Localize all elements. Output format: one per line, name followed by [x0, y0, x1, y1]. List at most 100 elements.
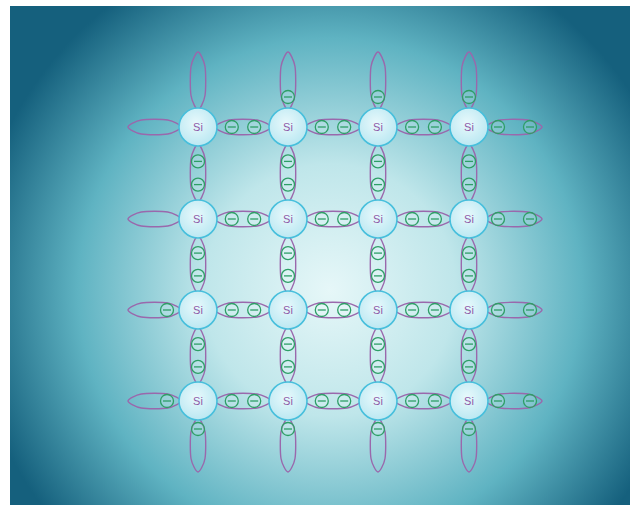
electron: [338, 304, 351, 317]
atom-outline: [450, 382, 488, 420]
electron: [372, 269, 385, 282]
electron: [524, 304, 537, 317]
electron: [463, 178, 476, 191]
covalent-bond: [215, 119, 271, 134]
silicon-atom: Si: [268, 199, 308, 239]
silicon-atom: Si: [268, 107, 308, 147]
electron: [406, 304, 419, 317]
covalent-bond: [461, 144, 476, 202]
element-symbol: Si: [373, 214, 383, 225]
element-symbol: Si: [283, 122, 293, 133]
electron: [315, 304, 328, 317]
element-symbol: Si: [283, 214, 293, 225]
element-symbol: Si: [193, 396, 203, 407]
element-symbol: Si: [193, 305, 203, 316]
element-symbol: Si: [373, 396, 383, 407]
silicon-atom: Si: [268, 290, 308, 330]
element-symbol: Si: [464, 305, 474, 316]
electron: [192, 247, 205, 260]
dangling-bond: [128, 393, 181, 408]
silicon-atom: Si: [268, 381, 308, 421]
atom-outline: [359, 382, 397, 420]
silicon-atom: Si: [178, 290, 218, 330]
electron: [406, 121, 419, 134]
electron: [282, 360, 295, 373]
electron: [463, 247, 476, 260]
dangling-bond: [128, 302, 181, 317]
covalent-bond: [305, 119, 361, 134]
covalent-bond: [215, 211, 271, 226]
covalent-bond: [395, 211, 452, 226]
covalent-bond: [370, 327, 385, 384]
covalent-bond: [395, 393, 452, 408]
covalent-bond: [190, 236, 205, 293]
covalent-bond: [395, 119, 452, 134]
electron: [372, 423, 385, 436]
electron: [192, 269, 205, 282]
atom-outline: [179, 200, 217, 238]
atom-outline: [269, 108, 307, 146]
electron: [248, 213, 261, 226]
electron: [192, 360, 205, 373]
electron: [282, 155, 295, 168]
dangling-bond: [486, 119, 542, 134]
electron: [161, 304, 174, 317]
atom-outline: [269, 200, 307, 238]
covalent-bond: [280, 144, 295, 202]
electron: [524, 213, 537, 226]
covalent-bond: [305, 211, 361, 226]
covalent-bond: [305, 302, 361, 317]
electron: [428, 304, 441, 317]
electron: [282, 423, 295, 436]
electron: [315, 395, 328, 408]
silicon-atom: Si: [449, 290, 489, 330]
electron: [338, 213, 351, 226]
electron: [428, 395, 441, 408]
covalent-bond: [215, 393, 271, 408]
electron: [192, 338, 205, 351]
dangling-bond: [461, 52, 476, 110]
electron: [372, 91, 385, 104]
electron: [372, 338, 385, 351]
atom-outline: [179, 291, 217, 329]
electron: [282, 338, 295, 351]
silicon-atom: Si: [358, 290, 398, 330]
electron: [192, 155, 205, 168]
atom-outline: [269, 291, 307, 329]
silicon-atom: Si: [449, 381, 489, 421]
electron: [372, 360, 385, 373]
electron: [524, 121, 537, 134]
electron: [248, 121, 261, 134]
electron: [192, 178, 205, 191]
electron: [372, 155, 385, 168]
electron: [282, 269, 295, 282]
electron: [524, 395, 537, 408]
electron: [463, 91, 476, 104]
atom-outline: [179, 382, 217, 420]
dangling-bond: [461, 418, 476, 472]
silicon-atom: Si: [449, 107, 489, 147]
electron: [225, 121, 238, 134]
covalent-bond: [215, 302, 271, 317]
atom-outline: [450, 291, 488, 329]
electron: [282, 178, 295, 191]
electron: [372, 178, 385, 191]
electron: [463, 360, 476, 373]
electron: [428, 213, 441, 226]
covalent-bond: [395, 302, 452, 317]
electron: [406, 213, 419, 226]
electron: [338, 121, 351, 134]
element-symbol: Si: [193, 122, 203, 133]
covalent-bond: [461, 236, 476, 293]
electron: [225, 395, 238, 408]
silicon-atom: Si: [358, 107, 398, 147]
element-symbol: Si: [193, 214, 203, 225]
dangling-bond: [280, 418, 295, 472]
background-panel: [10, 6, 630, 505]
covalent-bond: [190, 144, 205, 202]
silicon-atom: Si: [178, 107, 218, 147]
